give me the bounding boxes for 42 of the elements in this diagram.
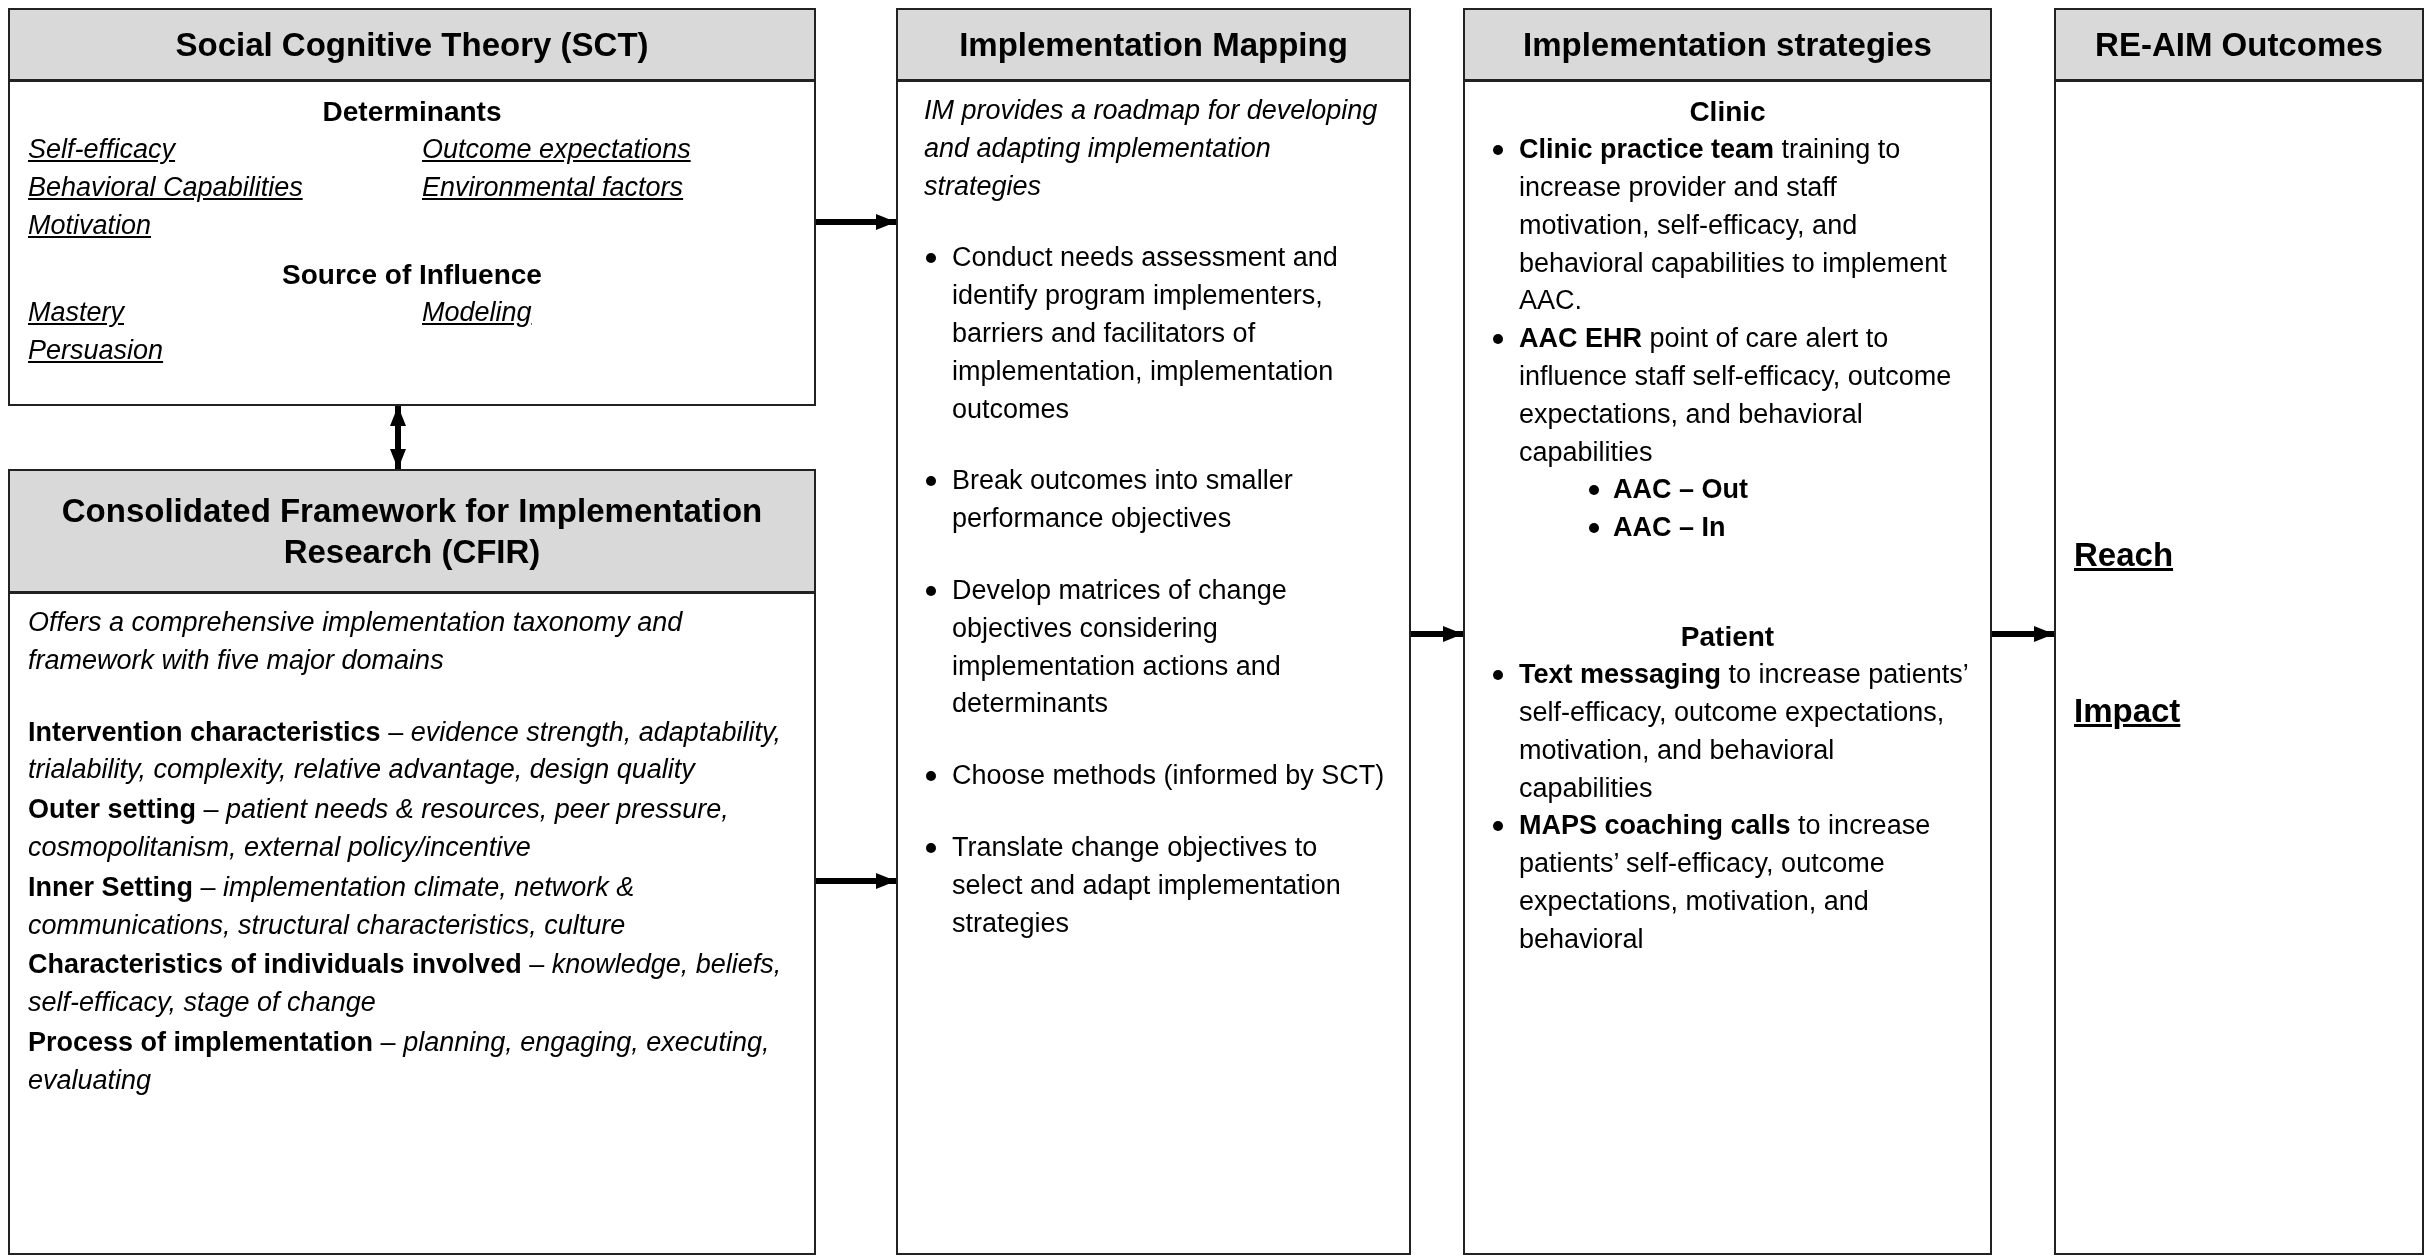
bullet-item: Break outcomes into smaller performance objectives [916,462,1391,538]
arrow [1411,626,1463,642]
arrow [1992,626,2054,642]
section-heading: Determinants [321,95,503,129]
determinant-text: Motivation [28,208,152,242]
double-arrow [390,406,406,469]
box-title: Implementation strategies [1465,10,1990,82]
box-title: Implementation Mapping [898,10,1409,82]
arrow [816,214,896,230]
determinant-text: Persuasion [28,333,164,367]
bullet-item: Clinic practice team training to increase provider and staff motivation, self-efficacy, and behavioral capabilities to implement AAC. [1483,131,1972,321]
bullet-item: MAPS coaching calls to increase patients’ self-efficacy, outcome expectations, motivation, and behavioral [1483,807,1972,959]
section-heading: Clinic [1688,95,1767,129]
domain-text: Process of implementation – planning, engaging, executing, evaluating [28,1025,771,1097]
bullet-item: Translate change objectives to select and adapt implementation strategies [916,828,1391,943]
framework-box [8,469,816,1255]
framework-box [2054,8,2424,1255]
determinant-text: Self-efficacy [28,133,176,167]
framework-box [896,8,1411,1255]
bullet-item: Conduct needs assessment and identify program implementers, barriers and facilitators of implementation, implementation outcomes [916,239,1391,429]
bullet-item: Develop matrices of change objectives considering implementation actions and determinants [916,571,1391,724]
sub-bullet-item: AAC – In [1583,509,1972,547]
determinant-text: Outcome expectations [422,133,691,167]
outcome-text: Impact [2074,691,2182,732]
description-text: Offers a comprehensive implementation taxonomy and framework with five major domains [28,606,684,677]
outcome-text: Reach [2074,535,2175,575]
sub-bullet-item: AAC – Out [1583,471,1972,510]
determinant-text: Behavioral Capabilities [28,171,303,204]
framework-box [1463,8,1992,1255]
box-title: Consolidated Framework for Implementation Research (CFIR) [10,471,814,594]
description-text: IM provides a roadmap for developing and adapting implementation strategies [923,94,1379,203]
arrow [816,873,896,889]
determinant-text: Modeling [422,295,532,329]
determinant-text: Mastery [28,295,125,329]
box-title: RE-AIM Outcomes [2056,10,2422,82]
framework-box [8,8,816,406]
determinant-text: Environmental factors [422,171,684,204]
bullet-item: AAC EHR point of care alert to influence staff self-efficacy, outcome expectations, and behavioral capabilities [1483,320,1972,472]
section-heading: Patient [1679,619,1776,654]
bullet-item: Choose methods (informed by SCT) [916,757,1391,795]
section-heading: Source of Influence [281,257,543,292]
box-title: Social Cognitive Theory (SCT) [10,10,814,82]
